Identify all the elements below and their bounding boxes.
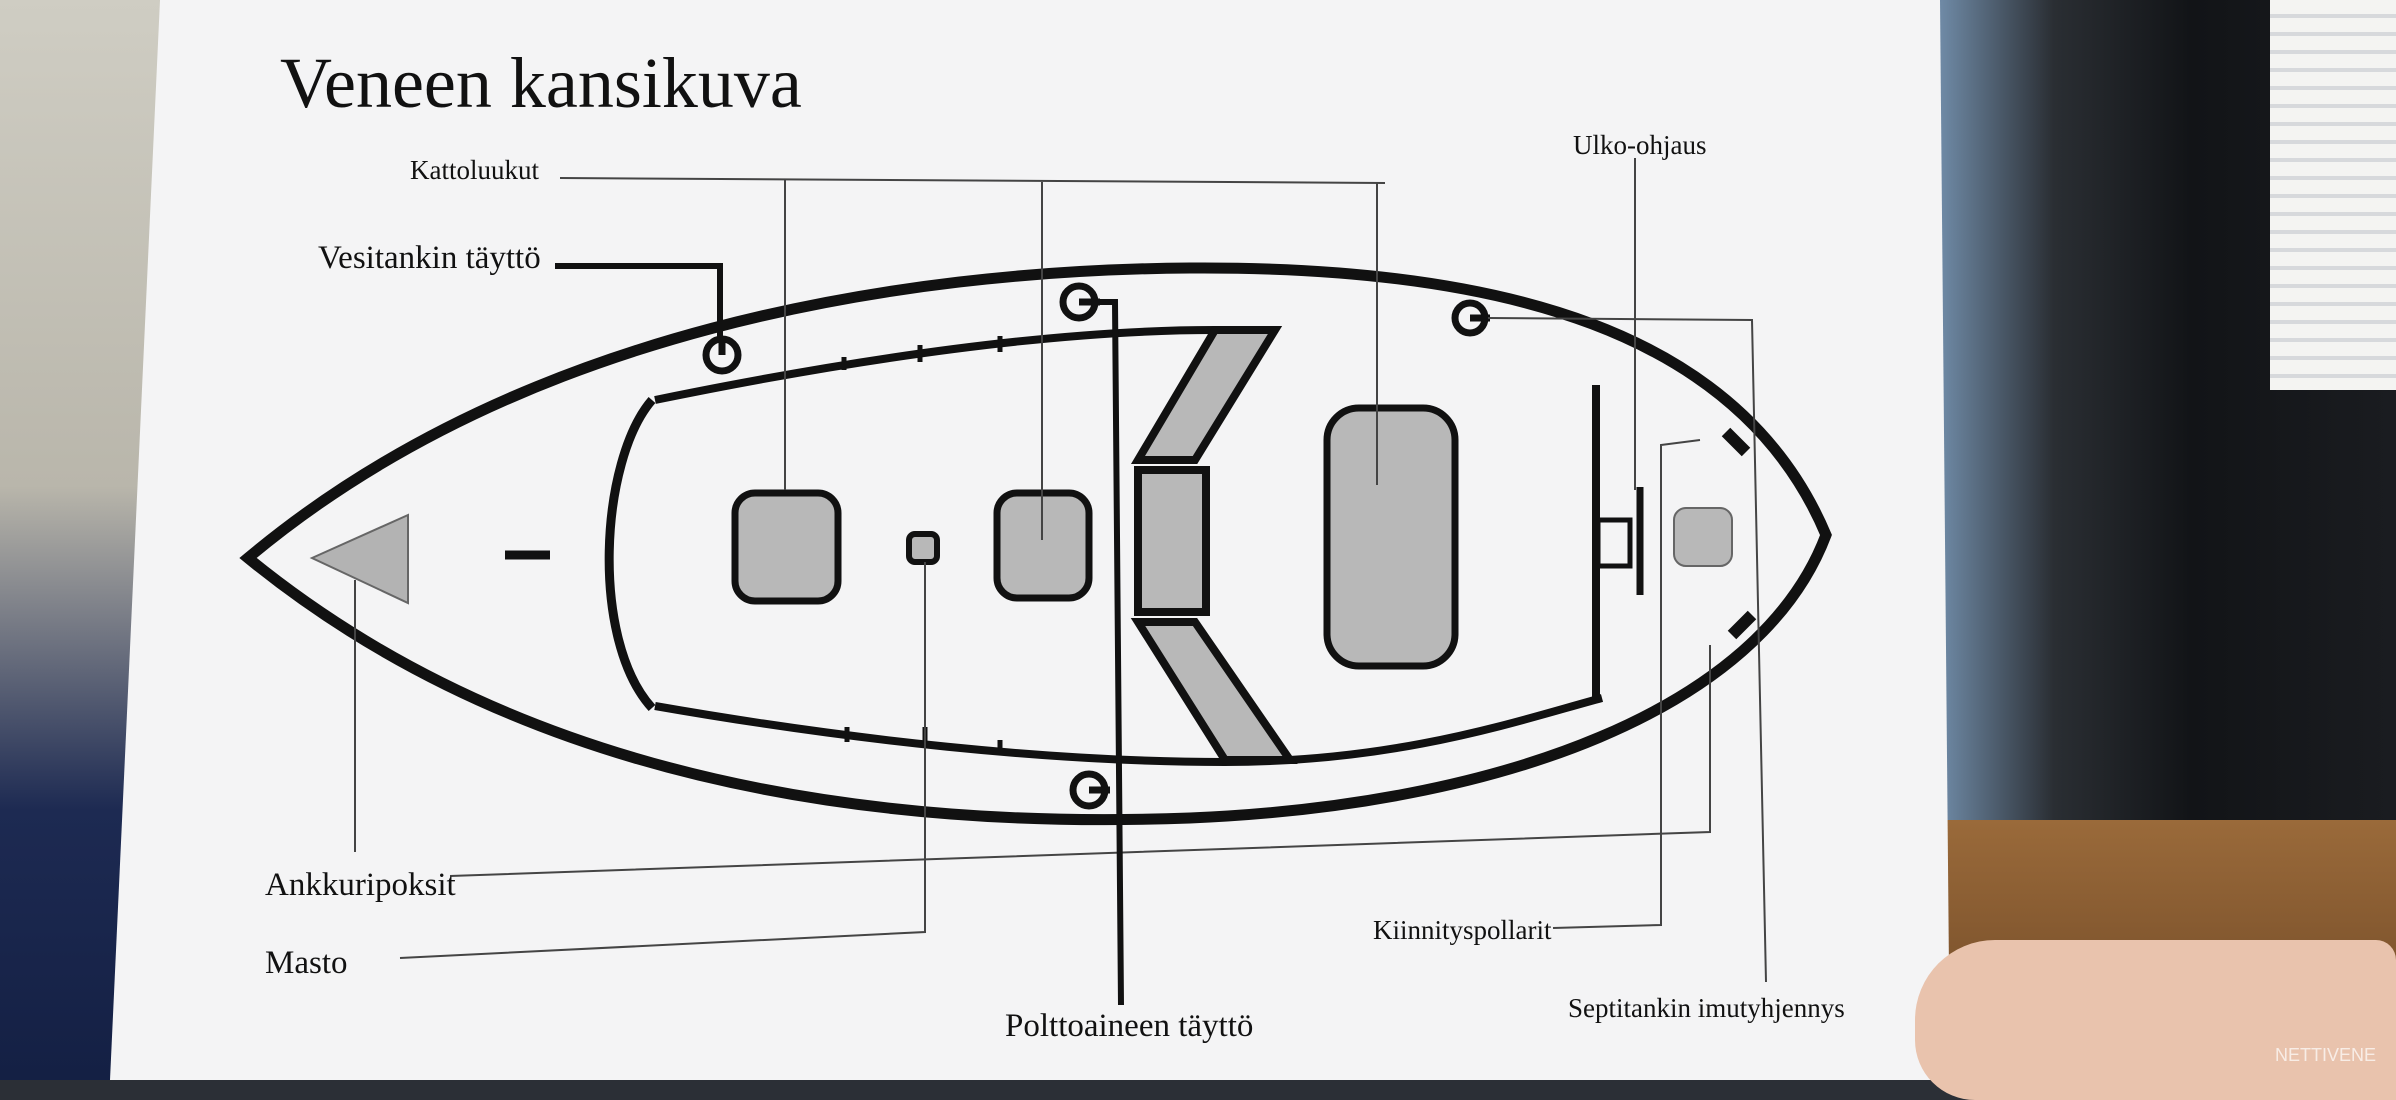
label-masto: Masto [265,945,348,981]
cabin-outline [604,397,656,712]
bollard-top [1721,427,1751,457]
cabin-bottom-edge [654,694,1604,767]
steering-console [1595,517,1633,569]
outer-helm-seat [1673,507,1733,567]
window [2270,0,2396,390]
page-title: Veneen kansikuva [280,43,802,123]
hatch-aft-large [1323,404,1459,670]
hull-outline [239,262,1832,826]
anchor-locker-triangle [309,513,409,605]
label-kattoluukut: Kattoluukut [410,155,539,185]
leader-lines [354,158,1767,983]
watermark: NETTIVENE [2275,1045,2377,1065]
bollard-bottom [1727,610,1757,640]
label-vesitankin-taytto: Vesitankin täyttö [318,240,541,276]
septic-pumpout-fitting [1451,299,1490,337]
windshield [1130,326,1298,764]
fill-leaders [555,263,1124,1006]
mast-step [906,531,940,565]
label-septitankin-imutyhjennys: Septitankin imutyhjennys [1568,993,1845,1023]
label-kiinnityspollarit: Kiinnityspollarit [1373,915,1552,945]
label-ankkuripoksit: Ankkuripoksit [265,867,456,903]
hatch-forward [731,489,842,605]
fuel-filler-top [1059,282,1100,322]
water-filler [702,335,742,375]
holding-hand [1915,940,2396,1100]
label-ulko-ohjaus: Ulko-ohjaus [1573,130,1707,160]
fuel-filler-bottom [1069,770,1110,810]
label-polttoaineen-taytto: Polttoaineen täyttö [1005,1008,1254,1044]
cabin-top-edge [654,326,1216,404]
